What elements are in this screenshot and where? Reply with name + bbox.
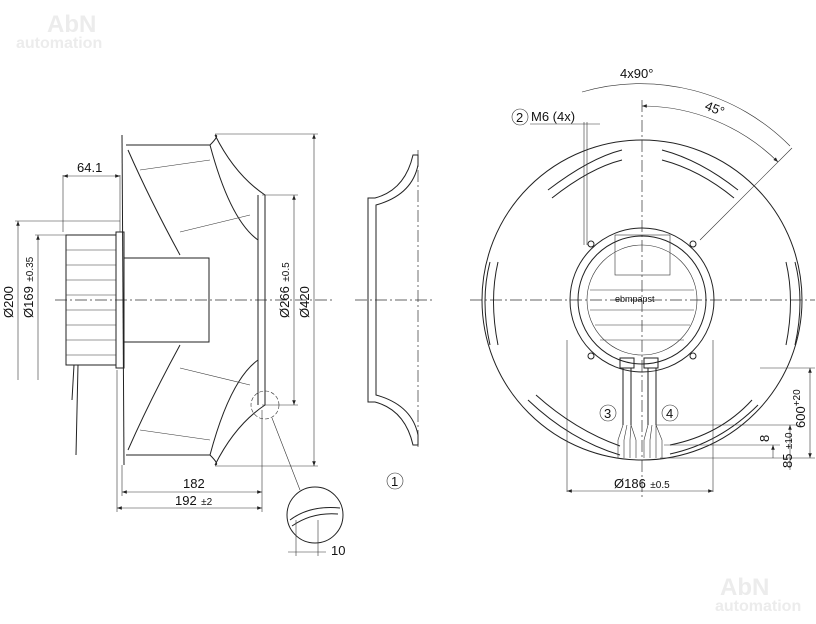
dim-bolt-circle: Ø186 ±0.5 xyxy=(566,340,714,493)
cables xyxy=(617,357,663,458)
svg-text:45°: 45° xyxy=(703,98,727,119)
ring-slots xyxy=(484,149,801,456)
watermark-bottom: AbN automation xyxy=(715,574,801,615)
callout-circle xyxy=(386,472,404,490)
svg-text:Ø186 ±0.5: Ø186 ±0.5 xyxy=(614,475,670,492)
svg-text:1: 1 xyxy=(391,474,398,489)
svg-text:automation: automation xyxy=(715,598,801,615)
motor-body xyxy=(65,231,210,456)
dim-inlet-diameter: Ø266 ±0.5 xyxy=(262,194,298,406)
svg-text:4: 4 xyxy=(666,406,673,421)
svg-text:600+20: 600+20 xyxy=(792,389,808,428)
side-view: 64.1 Ø200 Ø169 ±0.35 Ø266 ±0.5 Ø420 182 xyxy=(1,133,345,558)
front-view: ebmpapst 3 4 2 M6 (4x) 4x90° 45° xyxy=(470,66,815,500)
svg-text:M6 (4x): M6 (4x) xyxy=(531,109,575,124)
svg-text:192 ±2: 192 ±2 xyxy=(175,492,213,509)
svg-text:3: 3 xyxy=(604,406,611,421)
svg-text:64.1: 64.1 xyxy=(77,160,102,175)
svg-text:2: 2 xyxy=(516,110,523,125)
svg-text:10: 10 xyxy=(331,543,345,558)
callout-3: 3 xyxy=(599,404,617,422)
svg-text:182: 182 xyxy=(183,476,205,491)
dim-flange-diameter: Ø169 ±0.35 xyxy=(20,234,66,380)
dim-hub-length: 64.1 xyxy=(62,160,121,232)
dim-motor-diameter: Ø200 xyxy=(1,220,120,380)
impeller xyxy=(121,134,280,466)
thread-callout: 2 M6 (4x) xyxy=(511,108,600,245)
dim-cable-length: 600+20 xyxy=(760,367,815,458)
watermark-top: AbN automation xyxy=(16,11,102,52)
dim-outer-diameter: Ø420 xyxy=(215,133,318,467)
svg-text:ebmpapst: ebmpapst xyxy=(615,294,655,304)
svg-text:85 ±10: 85 ±10 xyxy=(779,432,796,468)
svg-text:automation: automation xyxy=(16,35,102,52)
svg-text:4x90°: 4x90° xyxy=(620,66,653,81)
callout-4: 4 xyxy=(661,404,679,422)
svg-text:Ø266 ±0.5: Ø266 ±0.5 xyxy=(276,262,293,318)
detail-view: 10 xyxy=(271,417,345,558)
dim-strip: 8 85 ±10 xyxy=(656,424,815,470)
svg-text:8: 8 xyxy=(757,435,772,442)
svg-text:Ø420: Ø420 xyxy=(297,286,312,318)
hub xyxy=(569,227,715,373)
angle-dims: 4x90° 45° xyxy=(581,66,793,241)
svg-text:AbN: AbN xyxy=(720,574,769,601)
svg-text:AbN: AbN xyxy=(47,11,96,38)
svg-text:Ø200: Ø200 xyxy=(1,286,16,318)
svg-text:Ø169 ±0.35: Ø169 ±0.35 xyxy=(20,256,37,318)
dim-length: 182 192 ±2 xyxy=(116,370,263,512)
inlet-ring: 1 xyxy=(355,150,432,490)
